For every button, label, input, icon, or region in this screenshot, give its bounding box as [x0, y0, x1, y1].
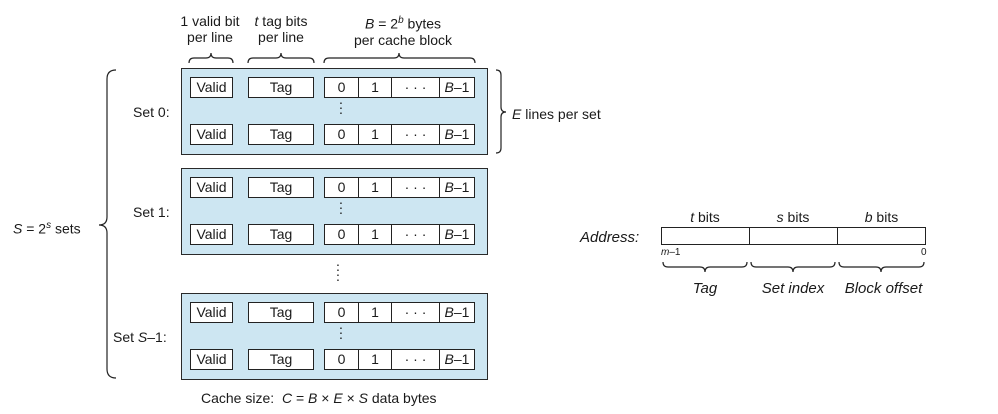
- tag-bits-brace: [247, 52, 315, 64]
- address-tag-bits: t bits: [690, 209, 720, 225]
- cache-size-formula: Cache size: C = B × E × S data bytes: [201, 390, 437, 406]
- block-bytes-brace: [323, 52, 476, 64]
- address-block-offset-field-name: Block offset: [844, 280, 923, 297]
- block-bytes-lhs: B: [364, 15, 375, 32]
- lines-per-set-label: E lines per set: [512, 106, 601, 122]
- valid-cell: Valid: [190, 124, 233, 145]
- address-lsb-index: 0: [921, 247, 927, 258]
- address-tag-field-name: Tag: [692, 280, 718, 297]
- ellipsis-cell: · · ·: [391, 302, 440, 323]
- ellipsis-cell: · · ·: [391, 349, 440, 370]
- tag-bits-header-line2: per line: [258, 29, 304, 45]
- ellipsis-cell: · · ·: [391, 77, 440, 98]
- byte-0-cell: 0: [324, 124, 359, 145]
- lines-ellipsis-dots: ···: [338, 94, 344, 120]
- block-bytes-exp: b: [398, 15, 404, 26]
- num-sets-label: S = 2s sets: [13, 220, 81, 237]
- byte-0-cell: 0: [324, 224, 359, 245]
- block-bytes-rest: bytes: [403, 15, 441, 32]
- between-sets-dots: ····: [335, 256, 341, 287]
- address-box: [661, 227, 926, 245]
- valid-cell: Valid: [190, 349, 233, 370]
- lines-per-set-brace: [495, 69, 507, 154]
- tag-cell: Tag: [248, 224, 314, 245]
- ellipsis-cell: · · ·: [391, 177, 440, 198]
- byte-last-cell: B–1: [439, 124, 475, 145]
- tag-cell: Tag: [248, 77, 314, 98]
- tag-bits-text: tag bits: [258, 13, 308, 29]
- tag-cell: Tag: [248, 302, 314, 323]
- byte-last-cell: B–1: [439, 224, 475, 245]
- tag-bits-header-line1: t tag bits: [246, 13, 316, 29]
- valid-cell: Valid: [190, 177, 233, 198]
- num-sets-brace: [98, 69, 117, 379]
- address-divider-2: [837, 227, 839, 245]
- byte-1-cell: 1: [358, 224, 392, 245]
- address-set-index-field-name: Set index: [761, 280, 825, 297]
- block-bytes-header-line2: per cache block: [353, 31, 453, 48]
- byte-last-cell: B–1: [439, 77, 475, 98]
- address-block-brace: [838, 261, 925, 273]
- valid-cell: Valid: [190, 302, 233, 323]
- block-bytes-eq: = 2: [374, 15, 399, 32]
- block-bytes-header: B = 2b bytes per cache block: [326, 13, 480, 48]
- set-0-label: Set 0:: [133, 104, 170, 120]
- lines-ellipsis-dots: ···: [338, 319, 344, 345]
- address-label: Address:: [580, 229, 640, 246]
- ellipsis-cell: · · ·: [391, 224, 440, 245]
- address-set-brace: [750, 261, 836, 273]
- tag-bits-var: t: [254, 13, 259, 29]
- valid-cell: Valid: [190, 224, 233, 245]
- valid-bit-brace: [188, 52, 234, 64]
- byte-0-cell: 0: [324, 177, 359, 198]
- tag-cell: Tag: [248, 177, 314, 198]
- byte-1-cell: 1: [358, 302, 392, 323]
- address-set-bits: s bits: [776, 209, 810, 225]
- set-last-label: Set S–1:: [113, 329, 167, 345]
- byte-last-cell: B–1: [439, 349, 475, 370]
- address-block-bits: b bits: [864, 209, 899, 225]
- valid-bit-header: 1 valid bit per line: [176, 13, 244, 45]
- valid-cell: Valid: [190, 77, 233, 98]
- valid-bit-header-line1: 1 valid bit: [180, 13, 240, 29]
- lines-ellipsis-dots: ···: [338, 194, 344, 220]
- tag-bits-header: t tag bits per line: [246, 13, 316, 45]
- tag-cell: Tag: [248, 124, 314, 145]
- address-msb-index: m–1: [661, 247, 681, 258]
- set-1-label: Set 1:: [133, 204, 170, 220]
- valid-bit-header-line2: per line: [187, 29, 233, 45]
- byte-last-cell: B–1: [439, 177, 475, 198]
- block-bytes-header-line1: B = 2b bytes: [326, 13, 480, 32]
- address-tag-brace: [662, 261, 748, 273]
- ellipsis-cell: · · ·: [391, 124, 440, 145]
- byte-last-cell: B–1: [439, 302, 475, 323]
- address-divider-1: [749, 227, 751, 245]
- tag-cell: Tag: [248, 349, 314, 370]
